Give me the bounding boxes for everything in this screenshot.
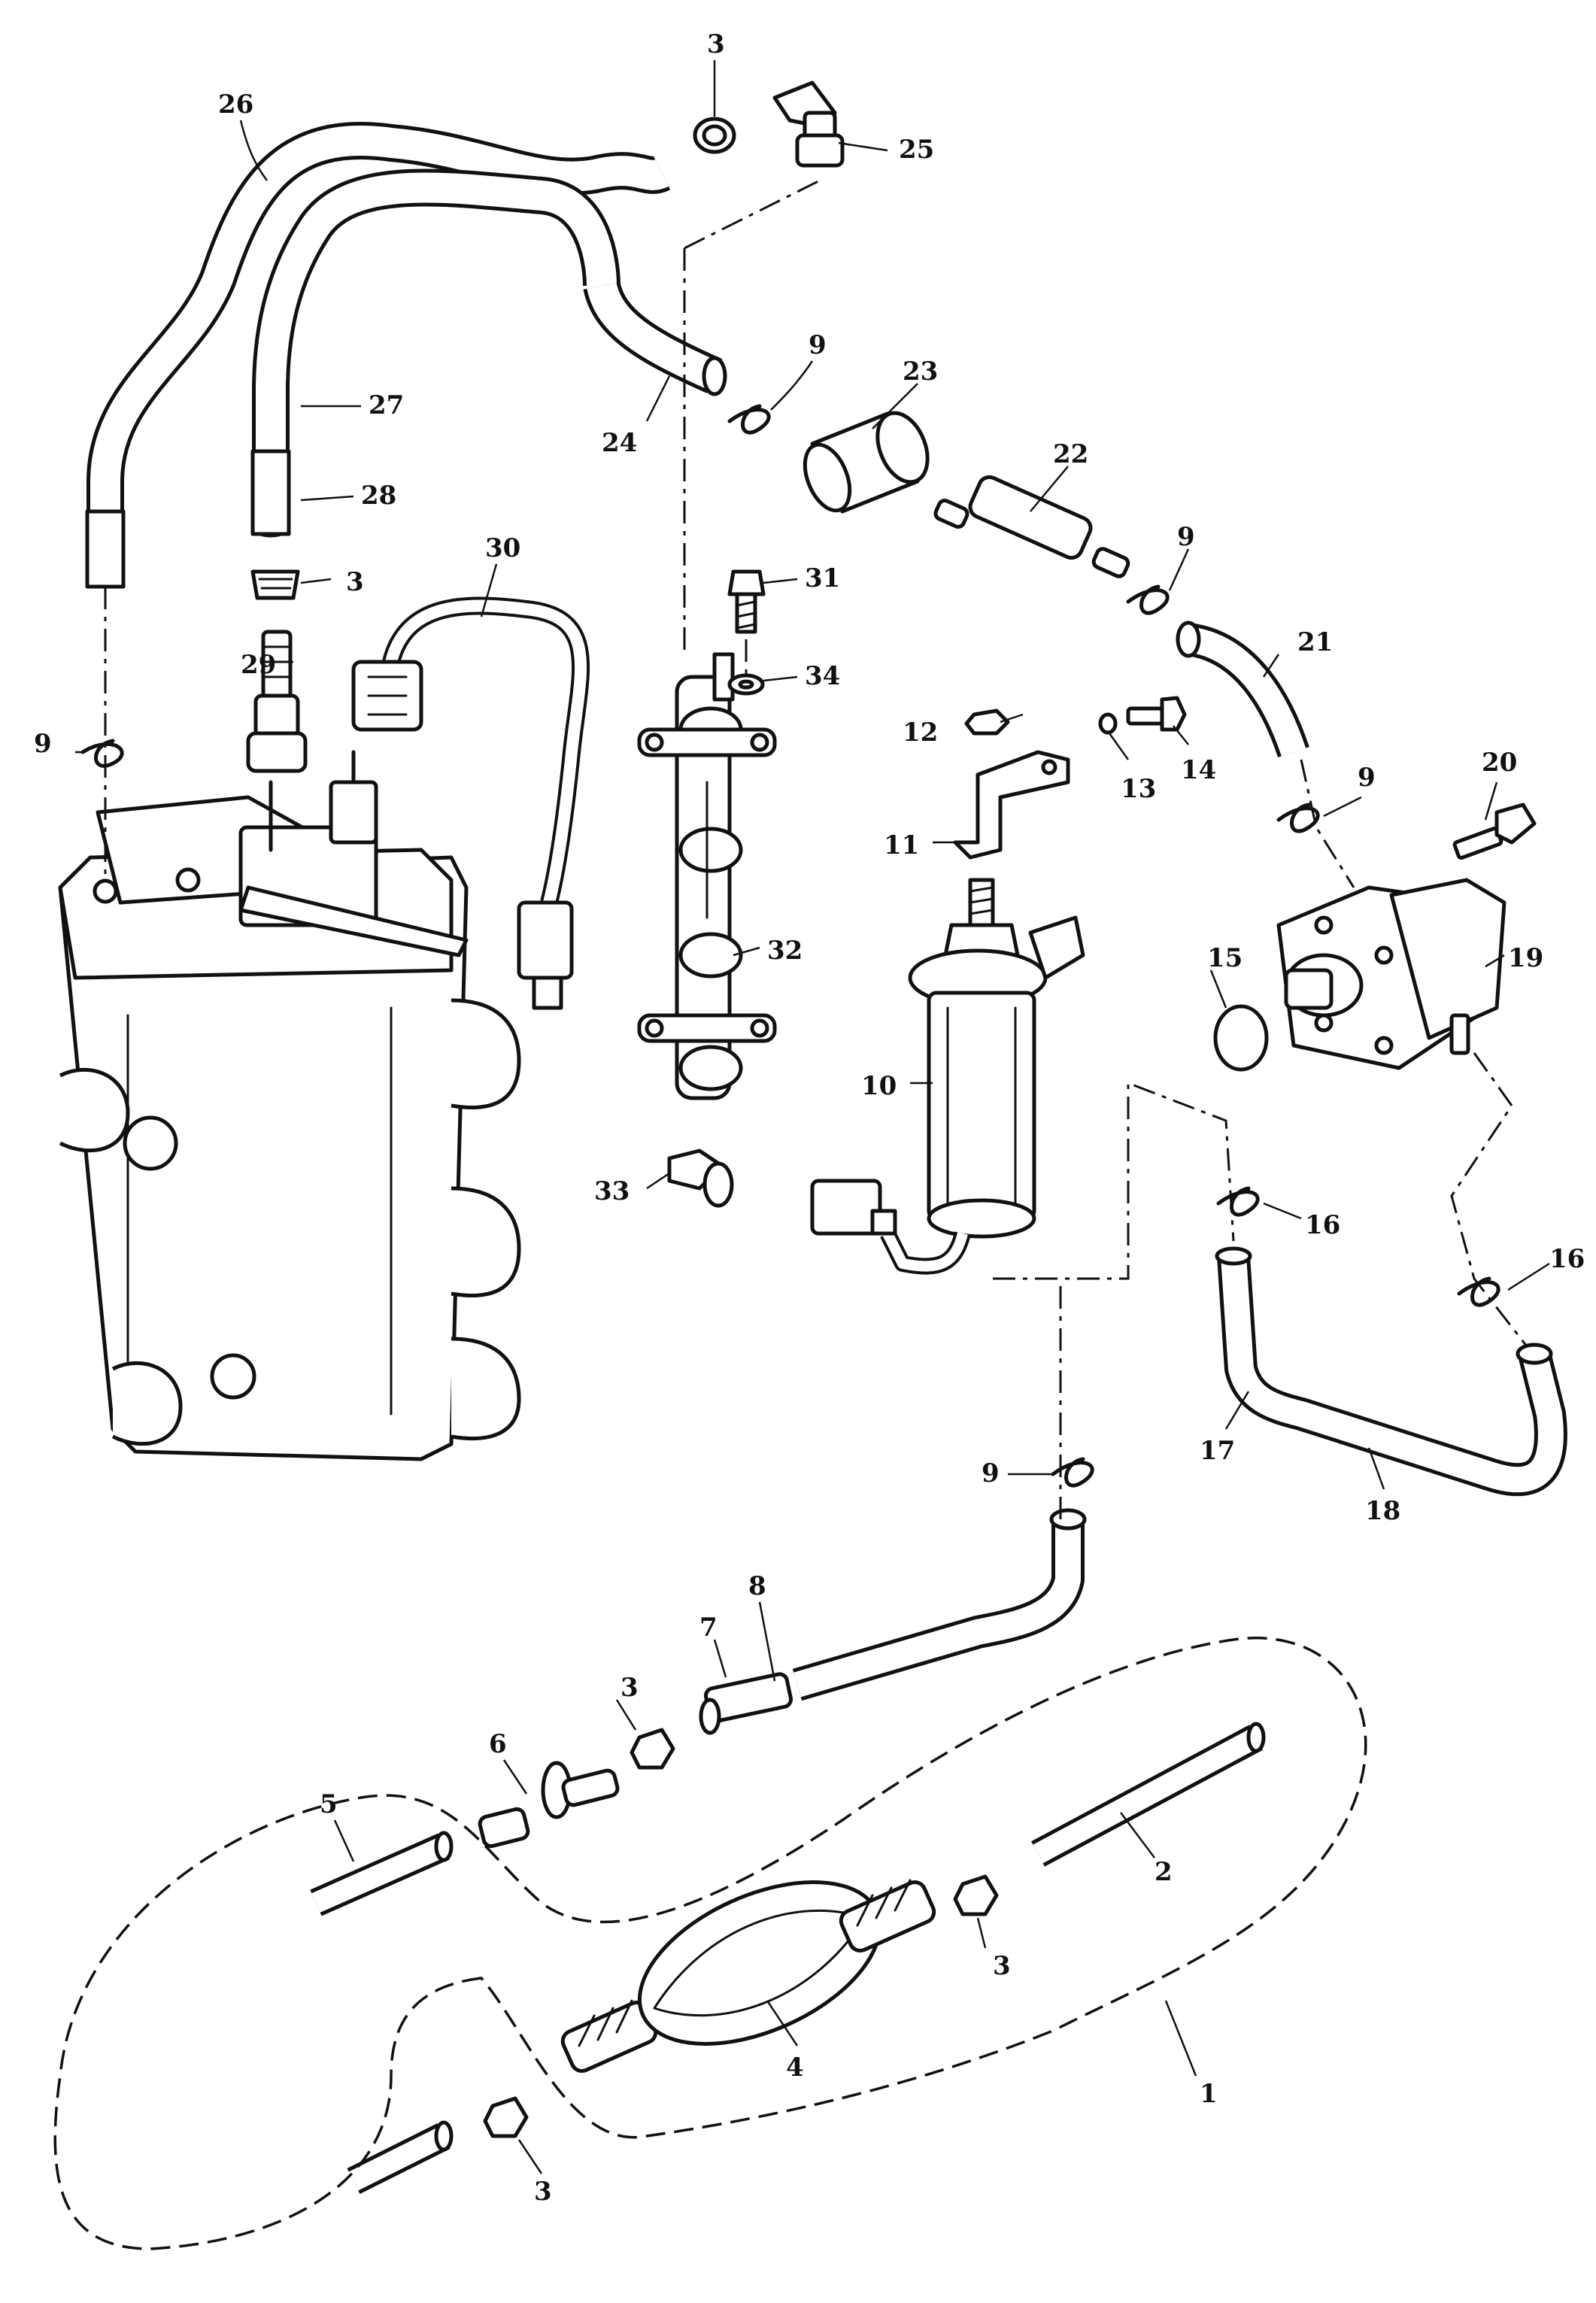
callout-4: 4 xyxy=(786,2053,804,2083)
callout-labels: 1 2 3 3 3 3 3 4 5 6 7 8 9 9 9 9 9 10 11 … xyxy=(34,29,1585,2207)
callout-12: 12 xyxy=(903,718,938,748)
connection-line xyxy=(1450,1052,1528,1347)
bracket-11 xyxy=(953,750,1070,860)
hose-24 xyxy=(583,281,727,396)
connection-line xyxy=(684,179,821,250)
callout-28: 28 xyxy=(361,481,396,511)
callout-14: 14 xyxy=(1181,755,1216,785)
callout-10: 10 xyxy=(861,1071,897,1101)
clamp-3-right xyxy=(953,1874,999,1916)
callout-9: 9 xyxy=(1358,763,1376,793)
spring-clip-16-right xyxy=(1457,1276,1500,1307)
callout-11: 11 xyxy=(884,830,919,860)
hose-end-9-left xyxy=(85,509,126,589)
fuel-filter-10 xyxy=(810,878,1085,1275)
callout-31: 31 xyxy=(805,563,840,593)
spring-clip-9-top xyxy=(727,404,771,435)
callout-29: 29 xyxy=(241,650,276,680)
callout-3: 3 xyxy=(346,567,364,597)
nut-12 xyxy=(964,708,1010,736)
callout-1: 1 xyxy=(1200,2079,1218,2109)
callout-33: 33 xyxy=(594,1176,630,1206)
bolt-14 xyxy=(1126,696,1187,732)
callout-34: 34 xyxy=(805,661,840,691)
clamp-3-mid xyxy=(630,1728,675,1770)
callout-3: 3 xyxy=(993,1951,1011,1981)
callout-20: 20 xyxy=(1482,748,1517,778)
fuel-pump-19 xyxy=(1276,878,1506,1070)
inline-filter-22 xyxy=(933,475,1130,578)
washer-34 xyxy=(727,673,765,696)
vapor-separator-assembly xyxy=(58,750,521,1461)
connection-line xyxy=(1300,759,1355,888)
callout-16: 16 xyxy=(1549,1244,1585,1274)
spring-clip-16-left xyxy=(1216,1186,1260,1217)
hose-27 xyxy=(250,168,620,538)
callout-26: 26 xyxy=(218,90,253,120)
fitting-6 xyxy=(478,1761,620,1849)
clamp-3-hose-28 xyxy=(250,569,300,600)
callout-15: 15 xyxy=(1207,943,1243,973)
spring-clip-9-right xyxy=(1126,584,1170,615)
callout-22: 22 xyxy=(1053,439,1088,469)
hose-lower xyxy=(347,2120,454,2194)
callout-7: 7 xyxy=(699,1613,718,1643)
primer-bulb-4 xyxy=(560,1879,936,2073)
callout-8: 8 xyxy=(748,1571,766,1601)
callout-25: 25 xyxy=(899,135,934,165)
callout-9: 9 xyxy=(1177,522,1195,552)
callout-9: 9 xyxy=(982,1458,1000,1488)
connection-line xyxy=(993,1081,1235,1280)
callout-5: 5 xyxy=(320,1789,338,1819)
callout-16: 16 xyxy=(1305,1210,1340,1240)
callout-19: 19 xyxy=(1508,943,1543,973)
hose-2 xyxy=(1031,1722,1266,1867)
primer-hose-assembly-outline xyxy=(53,1637,1367,2250)
hose-21 xyxy=(1176,621,1309,758)
clamp-3-bottom xyxy=(483,2096,529,2138)
callout-23: 23 xyxy=(903,357,938,387)
leader-lines xyxy=(75,59,1550,2174)
fitting-33 xyxy=(667,1148,734,1208)
callout-18: 18 xyxy=(1365,1496,1400,1526)
o-ring-15 xyxy=(1213,1004,1269,1072)
callout-9: 9 xyxy=(34,729,52,759)
screw-20 xyxy=(1452,803,1537,860)
callout-9: 9 xyxy=(809,330,827,360)
callout-6: 6 xyxy=(489,1729,507,1759)
bolt-31 xyxy=(727,569,766,634)
washer-13 xyxy=(1098,712,1118,735)
callout-21: 21 xyxy=(1297,627,1333,657)
spring-clip-9-left xyxy=(80,739,124,768)
clamp-3-top xyxy=(693,117,736,154)
spring-clip-9-pump xyxy=(1276,803,1320,833)
elbow-25 xyxy=(772,80,845,168)
spring-clip-9-bottom xyxy=(1051,1457,1094,1488)
callout-3: 3 xyxy=(707,29,725,59)
hose-5 xyxy=(310,1831,454,1916)
hose-17-18 xyxy=(1215,1246,1567,1497)
hose-end-28 xyxy=(250,449,291,536)
hose-8 xyxy=(792,1508,1087,1701)
callout-32: 32 xyxy=(767,936,803,966)
callout-3: 3 xyxy=(534,2177,552,2207)
callout-3: 3 xyxy=(620,1673,639,1703)
fitting-7 xyxy=(699,1672,793,1735)
callout-13: 13 xyxy=(1121,774,1156,804)
callout-30: 30 xyxy=(485,533,520,563)
fitting-29 xyxy=(246,630,308,773)
filter-housing-23 xyxy=(803,411,930,514)
callout-24: 24 xyxy=(602,428,637,458)
callout-17: 17 xyxy=(1200,1436,1235,1466)
callout-27: 27 xyxy=(369,390,404,420)
fuel-rail-32 xyxy=(637,652,777,1100)
wire-harness-30 xyxy=(351,596,590,1010)
callout-2: 2 xyxy=(1155,1857,1173,1887)
